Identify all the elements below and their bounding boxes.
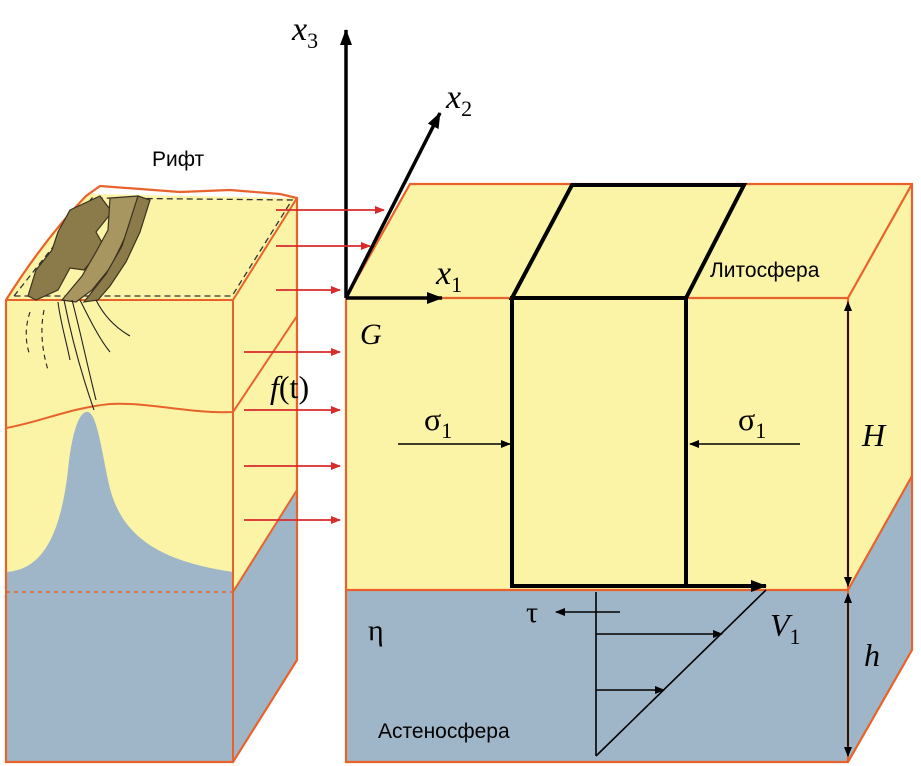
viscosity-label: η bbox=[368, 614, 384, 647]
lithosphere-label: Литосфера bbox=[710, 259, 820, 282]
axes bbox=[340, 29, 443, 304]
force-arrows bbox=[244, 206, 385, 524]
lithosphere-top bbox=[346, 184, 912, 298]
rift-block bbox=[4, 184, 299, 764]
lithosphere-side bbox=[848, 184, 912, 590]
thickness-h-lower-label: h bbox=[864, 637, 880, 673]
rift-label: Рифт bbox=[152, 148, 205, 171]
velocity-label: V1 bbox=[770, 607, 801, 649]
axis-x2-label: x2 bbox=[445, 79, 472, 121]
shear-label: τ bbox=[526, 596, 538, 629]
sigma-left-label: σ1 bbox=[424, 401, 452, 443]
thickness-h-upper-label: H bbox=[861, 417, 887, 453]
sigma-right-label: σ1 bbox=[738, 401, 766, 443]
rift-side-blue bbox=[233, 490, 297, 762]
rift-side-yellow bbox=[233, 198, 297, 592]
rift-plume bbox=[6, 411, 233, 592]
fault-block-3 bbox=[82, 195, 151, 303]
main-block bbox=[344, 182, 914, 764]
force-label: f(t) bbox=[270, 369, 309, 405]
asthenosphere-front bbox=[346, 590, 848, 762]
rift-front-blue bbox=[6, 592, 233, 762]
axis-x1-label: x1 bbox=[435, 255, 462, 297]
asthenosphere-label: Астеносфера bbox=[378, 720, 510, 743]
axis-x3-label: x3 bbox=[291, 11, 318, 53]
velocity-profile bbox=[512, 580, 767, 757]
asthenosphere-side bbox=[848, 476, 912, 762]
point-g-label: G bbox=[360, 318, 382, 351]
